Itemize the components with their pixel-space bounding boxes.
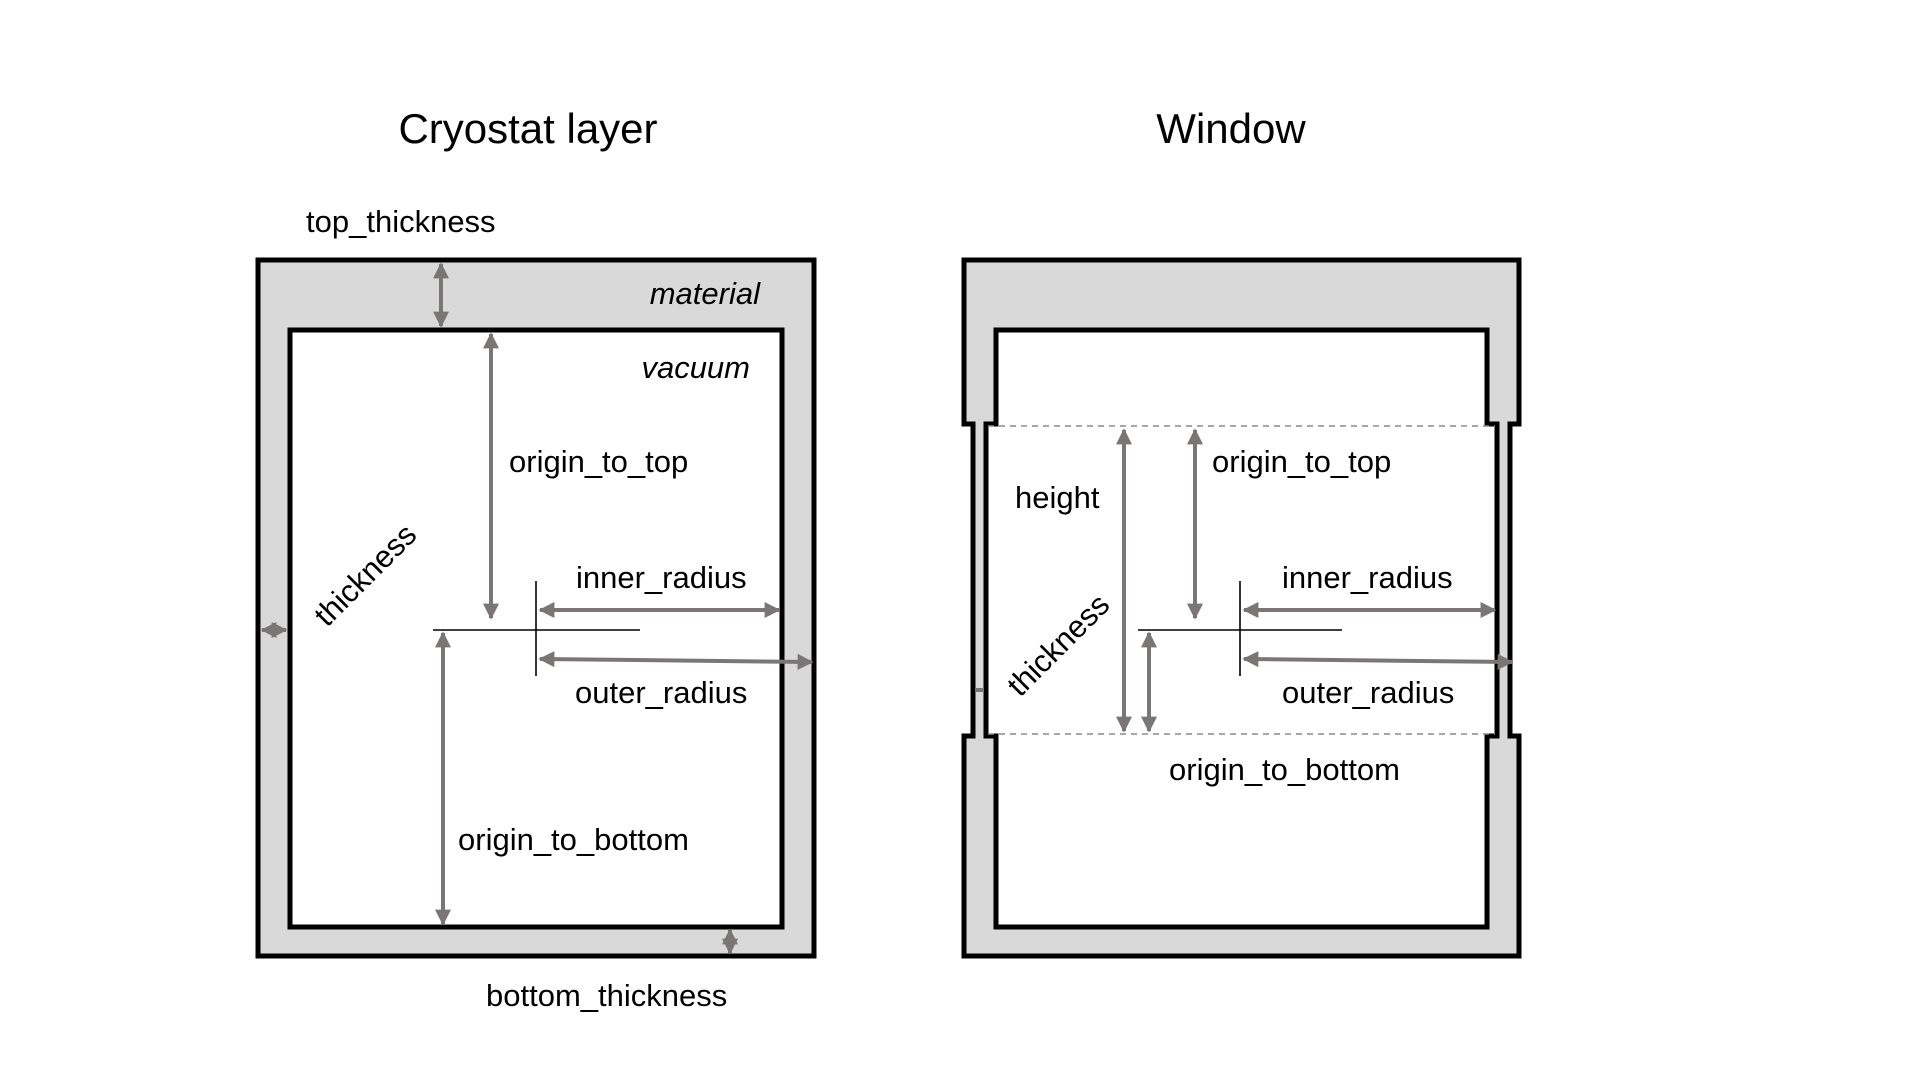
window-title: Window [1156, 105, 1306, 152]
origin-to-top-label: origin_to_top [509, 444, 688, 479]
window-vacuum-region [983, 327, 1500, 930]
window-outer-radius-arrow [1242, 651, 1514, 670]
cryostat-layer-title: Cryostat layer [398, 105, 657, 152]
window-diagram: Window height origin_to_top thickness or… [961, 105, 1522, 959]
height-label: height [1015, 480, 1100, 515]
outer-radius-arrow [538, 651, 814, 670]
window-origin-to-bottom-label: origin_to_bottom [1169, 752, 1400, 787]
bottom-thickness-label: bottom_thickness [486, 978, 727, 1013]
window-outer-radius-label: outer_radius [1282, 675, 1454, 710]
outer-radius-label: outer_radius [575, 675, 747, 710]
window-inner-radius-label: inner_radius [1282, 560, 1453, 595]
material-label: material [650, 276, 761, 311]
inner-radius-label: inner_radius [576, 560, 747, 595]
origin-to-bottom-label: origin_to_bottom [458, 822, 689, 857]
cryostat-layer-diagram: Cryostat layer top_thickness material va… [255, 105, 817, 1013]
vacuum-label: vacuum [641, 350, 750, 385]
top-thickness-label: top_thickness [306, 204, 496, 239]
window-origin-to-top-label: origin_to_top [1212, 444, 1391, 479]
